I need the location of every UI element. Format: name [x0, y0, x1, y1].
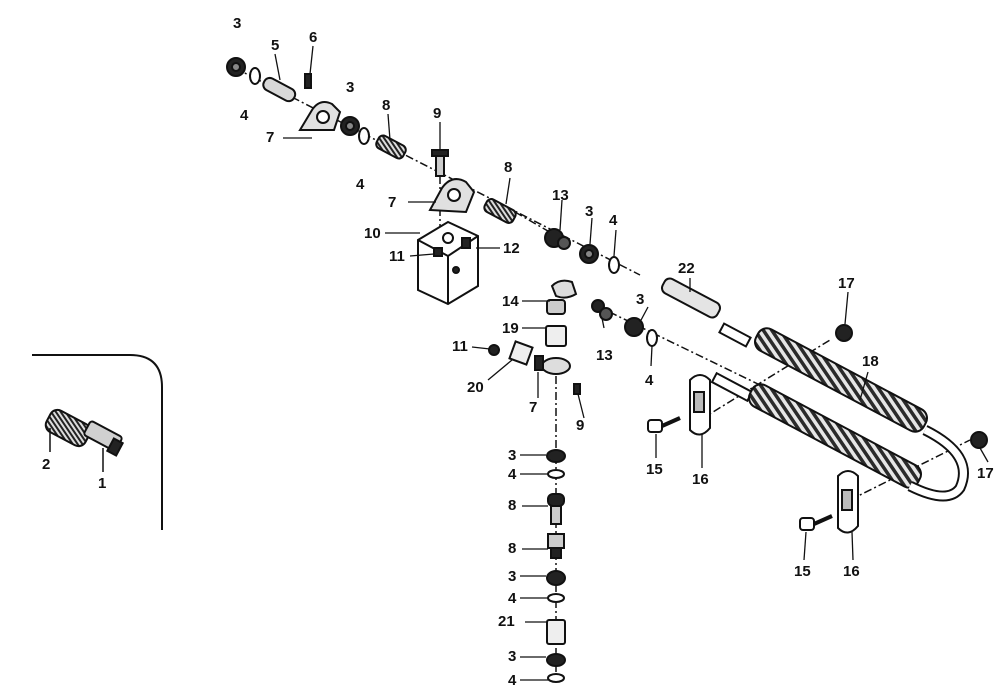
callout-3: 3 — [508, 568, 517, 585]
callout-9: 9 — [433, 105, 442, 122]
clamps-and-bolts — [647, 374, 859, 534]
callout-12: 12 — [503, 240, 520, 257]
callout-7: 7 — [266, 129, 275, 146]
callout-8: 8 — [508, 540, 517, 557]
inset-frame — [32, 354, 163, 530]
callout-3: 3 — [346, 79, 355, 96]
callout-11: 11 — [389, 248, 405, 265]
callout-17: 17 — [838, 275, 855, 292]
callout-11: 11 — [452, 338, 468, 355]
callout-3: 3 — [636, 291, 645, 308]
callout-17: 17 — [977, 465, 994, 482]
callout-13: 13 — [596, 347, 613, 364]
vertical-fittings-stack — [488, 279, 658, 683]
callout-5: 5 — [271, 37, 280, 54]
callout-3: 3 — [508, 648, 517, 665]
threaded-fitting-part — [44, 408, 125, 457]
callout-20: 20 — [467, 379, 484, 396]
callout-4: 4 — [508, 590, 517, 607]
callout-3: 3 — [508, 447, 517, 464]
callout-13: 13 — [552, 187, 569, 204]
callout-8: 8 — [382, 97, 391, 114]
callout-22: 22 — [678, 260, 695, 277]
callout-4: 4 — [508, 466, 517, 483]
callout-3: 3 — [233, 15, 242, 32]
callout-16: 16 — [692, 471, 709, 488]
callout-21: 21 — [498, 613, 515, 630]
callout-14: 14 — [502, 293, 519, 310]
callout-8: 8 — [504, 159, 513, 176]
callout-4: 4 — [609, 212, 618, 229]
callout-19: 19 — [502, 320, 519, 337]
callout-3: 3 — [585, 203, 594, 220]
callout-8: 8 — [508, 497, 517, 514]
upper-fittings — [226, 57, 620, 274]
callout-15: 15 — [794, 563, 811, 580]
callout-4: 4 — [508, 672, 517, 689]
callout-6: 6 — [309, 29, 318, 46]
callout-10: 10 — [364, 225, 381, 242]
leader-lines — [274, 45, 989, 681]
callout-7: 7 — [529, 399, 538, 416]
callout-15: 15 — [646, 461, 663, 478]
callout-4: 4 — [645, 372, 654, 389]
distribution-block — [417, 220, 479, 306]
coil-cooler — [660, 277, 988, 502]
callout-18: 18 — [862, 353, 879, 370]
callout-4: 4 — [240, 107, 249, 124]
callout-9: 9 — [576, 417, 585, 434]
callout-16: 16 — [843, 563, 860, 580]
callout-7: 7 — [388, 194, 397, 211]
callout-4: 4 — [356, 176, 365, 193]
callout-2: 2 — [42, 456, 51, 473]
callout-1: 1 — [98, 475, 107, 492]
